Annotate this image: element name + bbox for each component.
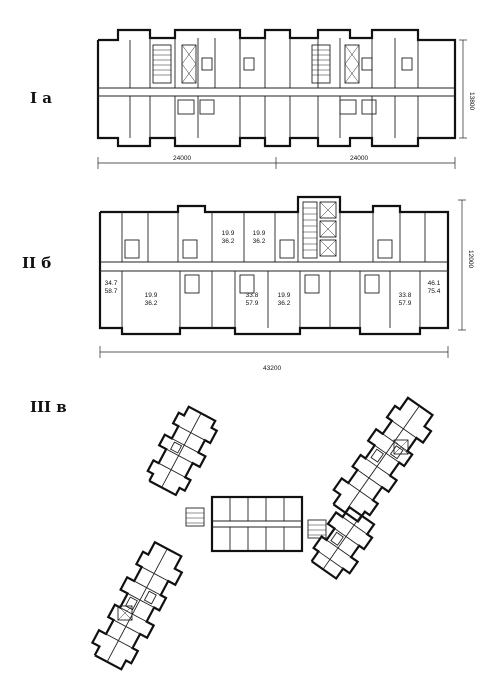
area-label-bottom: 58.7	[105, 288, 118, 295]
area-label-top: 34.7	[105, 280, 118, 287]
area-label-bottom: 36.2	[278, 300, 291, 307]
plan-1-floor-plan: I а	[30, 28, 475, 169]
plan-1-dimension-depth: 13800	[468, 92, 475, 110]
area-label-top: 33.8	[399, 292, 412, 299]
area-label-top: 46.1	[428, 280, 441, 287]
plan-3-floor-plan: III в	[30, 396, 435, 671]
area-label-top: 19.9	[222, 230, 235, 237]
plan-2-label: II б	[22, 254, 51, 272]
area-label-bottom: 36.2	[253, 238, 266, 245]
area-label-bottom: 36.2	[145, 300, 158, 307]
area-label-top: 19.9	[278, 292, 291, 299]
area-label-bottom: 36.2	[222, 238, 235, 245]
area-label-top: 19.9	[145, 292, 158, 299]
area-label-bottom: 75.4	[428, 288, 441, 295]
area-label-bottom: 57.9	[246, 300, 259, 307]
plan-3-label: III в	[30, 398, 67, 416]
area-label-bottom: 57.9	[399, 300, 412, 307]
area-label-top: 33.8	[246, 292, 259, 299]
plan-2-dimension-depth: 12000	[467, 250, 474, 268]
plan-1-dimension-right: 24000	[350, 155, 368, 162]
plan-2-area-labels: 19.9 36.2 19.9 36.2 34.7 58.7 19.9 36.2 …	[105, 230, 441, 307]
plan-2-dimension-length: 43200	[263, 365, 281, 372]
plan-2-floor-plan: II б	[22, 195, 474, 372]
plan-1-label: I а	[30, 89, 52, 107]
plan-1-dimension-left: 24000	[173, 155, 191, 162]
area-label-top: 19.9	[253, 230, 266, 237]
